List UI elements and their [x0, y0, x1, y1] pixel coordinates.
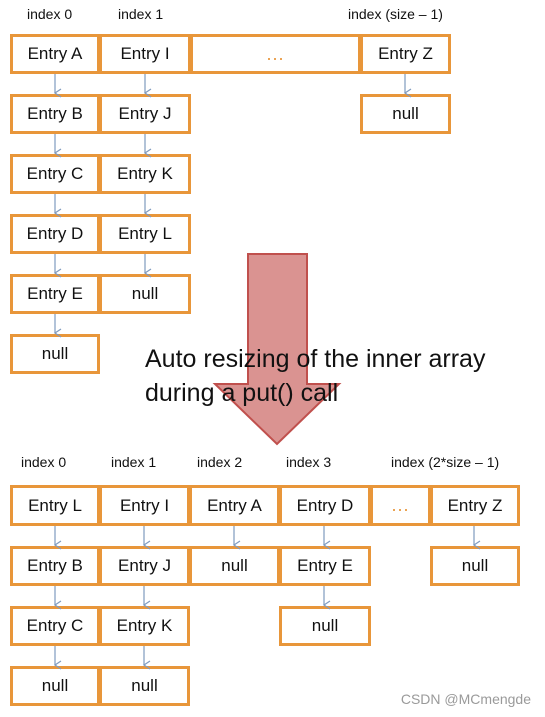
- top-array-cell-1: Entry I: [99, 34, 191, 74]
- bottom-index-0-label: index 0: [21, 454, 67, 470]
- top-chain1-null: null: [99, 274, 191, 314]
- bottom-chain3-node-1: Entry E: [279, 546, 371, 586]
- bottom-chain2-null: null: [189, 546, 280, 586]
- bottom-chain1-null: null: [99, 666, 190, 706]
- bottom-array-cell-2: Entry A: [189, 485, 280, 526]
- top-chain1-node-3: Entry L: [99, 214, 191, 254]
- bottom-array-cell-3: Entry D: [279, 485, 371, 526]
- top-index-1-label: index 1: [118, 6, 164, 22]
- top-array-cell-0: Entry A: [10, 34, 100, 74]
- top-chain-last-null: null: [360, 94, 451, 134]
- bottom-index-3-label: index 3: [286, 454, 332, 470]
- bottom-index-1-label: index 1: [111, 454, 157, 470]
- resize-caption: Auto resizing of the inner array during …: [145, 345, 486, 407]
- top-index-0-label: index 0: [27, 6, 73, 22]
- bottom-array-cell-1: Entry I: [99, 485, 190, 526]
- bottom-array-ellipsis: ...: [370, 485, 431, 526]
- resize-arrow: [212, 253, 342, 446]
- top-index-last-label: index (size – 1): [348, 6, 443, 22]
- bottom-chain3-null: null: [279, 606, 371, 646]
- bottom-array-cell-0: Entry L: [10, 485, 100, 526]
- bottom-index-2-label: index 2: [197, 454, 243, 470]
- top-array-cell-last: Entry Z: [360, 34, 451, 74]
- bottom-array-cell-last: Entry Z: [430, 485, 520, 526]
- bottom-index-last-label: index (2*size – 1): [391, 454, 500, 470]
- top-chain1-node-1: Entry J: [99, 94, 191, 134]
- top-chain0-node-2: Entry C: [10, 154, 100, 194]
- top-chain0-node-3: Entry D: [10, 214, 100, 254]
- top-chain0-node-4: Entry E: [10, 274, 100, 314]
- top-array-ellipsis: ...: [190, 34, 361, 74]
- bottom-chain1-node-2: Entry K: [99, 606, 190, 646]
- watermark: CSDN @MCmengde: [400, 691, 531, 707]
